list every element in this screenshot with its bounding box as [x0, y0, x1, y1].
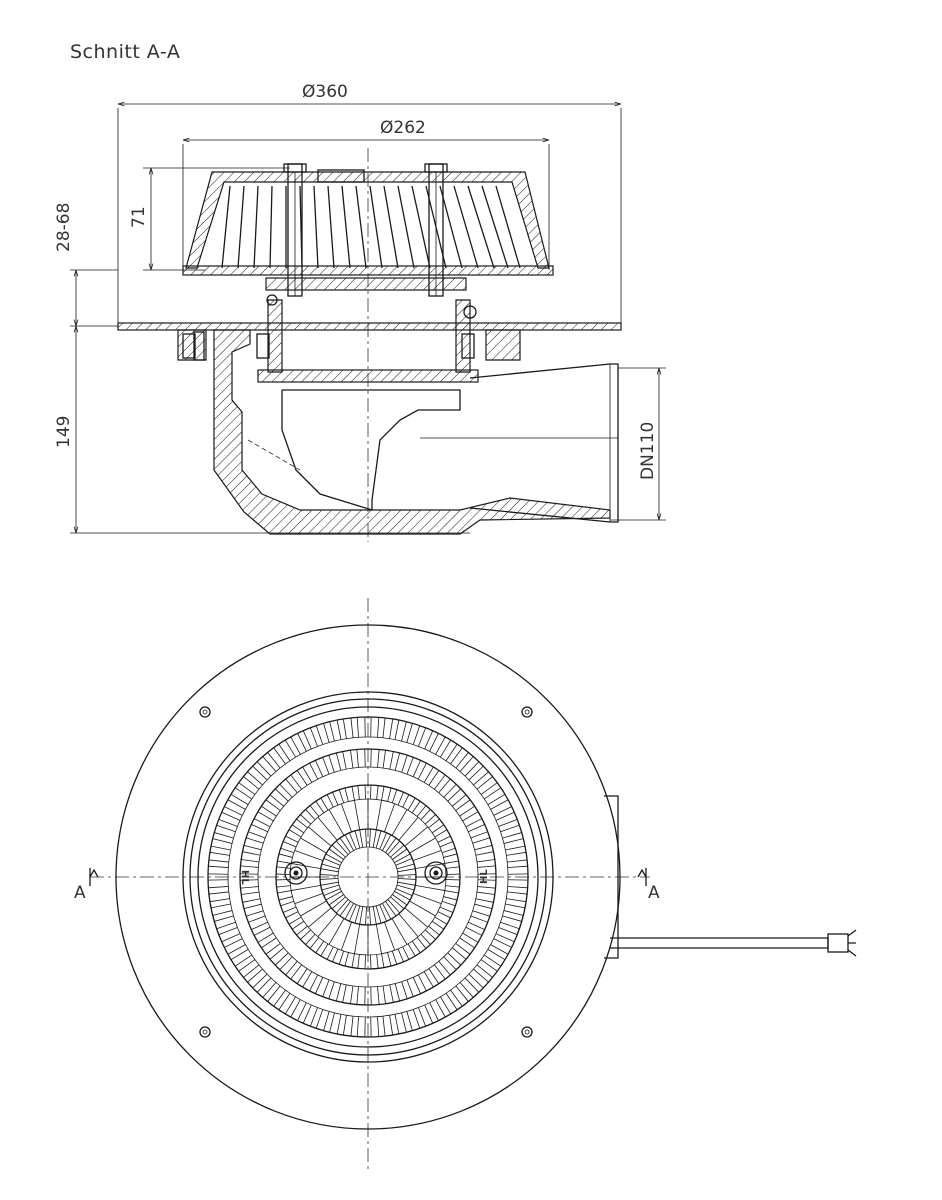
grate-diameter-label: Ø262 — [380, 118, 426, 138]
section-view: Ø360 Ø262 71 28-68 149 — [54, 82, 666, 542]
grate-mark-left: HL — [239, 870, 250, 885]
mounting-holes — [199, 706, 533, 1038]
outlet-pipe — [420, 363, 619, 523]
plan-screws — [284, 861, 448, 885]
clamp-ring — [257, 277, 479, 383]
outer-diameter-label: Ø360 — [302, 82, 348, 102]
dimension-outlet: DN110 — [610, 367, 666, 521]
height-range-label: 28-68 — [54, 203, 74, 252]
dimension-grate-height: 71 — [129, 167, 290, 271]
roof-flange — [117, 322, 622, 331]
outlet-housing — [604, 795, 857, 959]
section-mark-right-label: A — [648, 883, 660, 903]
section-title: Schnitt A-A — [70, 41, 180, 63]
flange-bolts — [182, 331, 475, 361]
outer-flange — [115, 624, 621, 1130]
grate-plan — [207, 716, 529, 1038]
dimension-height-range: 28-68 — [54, 203, 118, 327]
inner-flange — [182, 691, 554, 1063]
section-marker-left: A — [74, 868, 99, 903]
plan-view: HL HL A A — [74, 598, 857, 1170]
grate-mark-right: HL — [479, 869, 490, 884]
dimension-grate-diameter: Ø262 — [182, 118, 550, 270]
grate-screws — [283, 163, 448, 297]
section-mark-left-label: A — [74, 883, 86, 903]
drain-body — [177, 329, 611, 535]
dimension-outer-diameter: Ø360 — [117, 82, 622, 330]
body-height-label: 149 — [54, 416, 74, 448]
grate-dome — [182, 169, 554, 276]
grate-height-label: 71 — [129, 206, 149, 228]
section-marker-right: A — [637, 868, 660, 903]
outlet-label: DN110 — [638, 422, 658, 480]
